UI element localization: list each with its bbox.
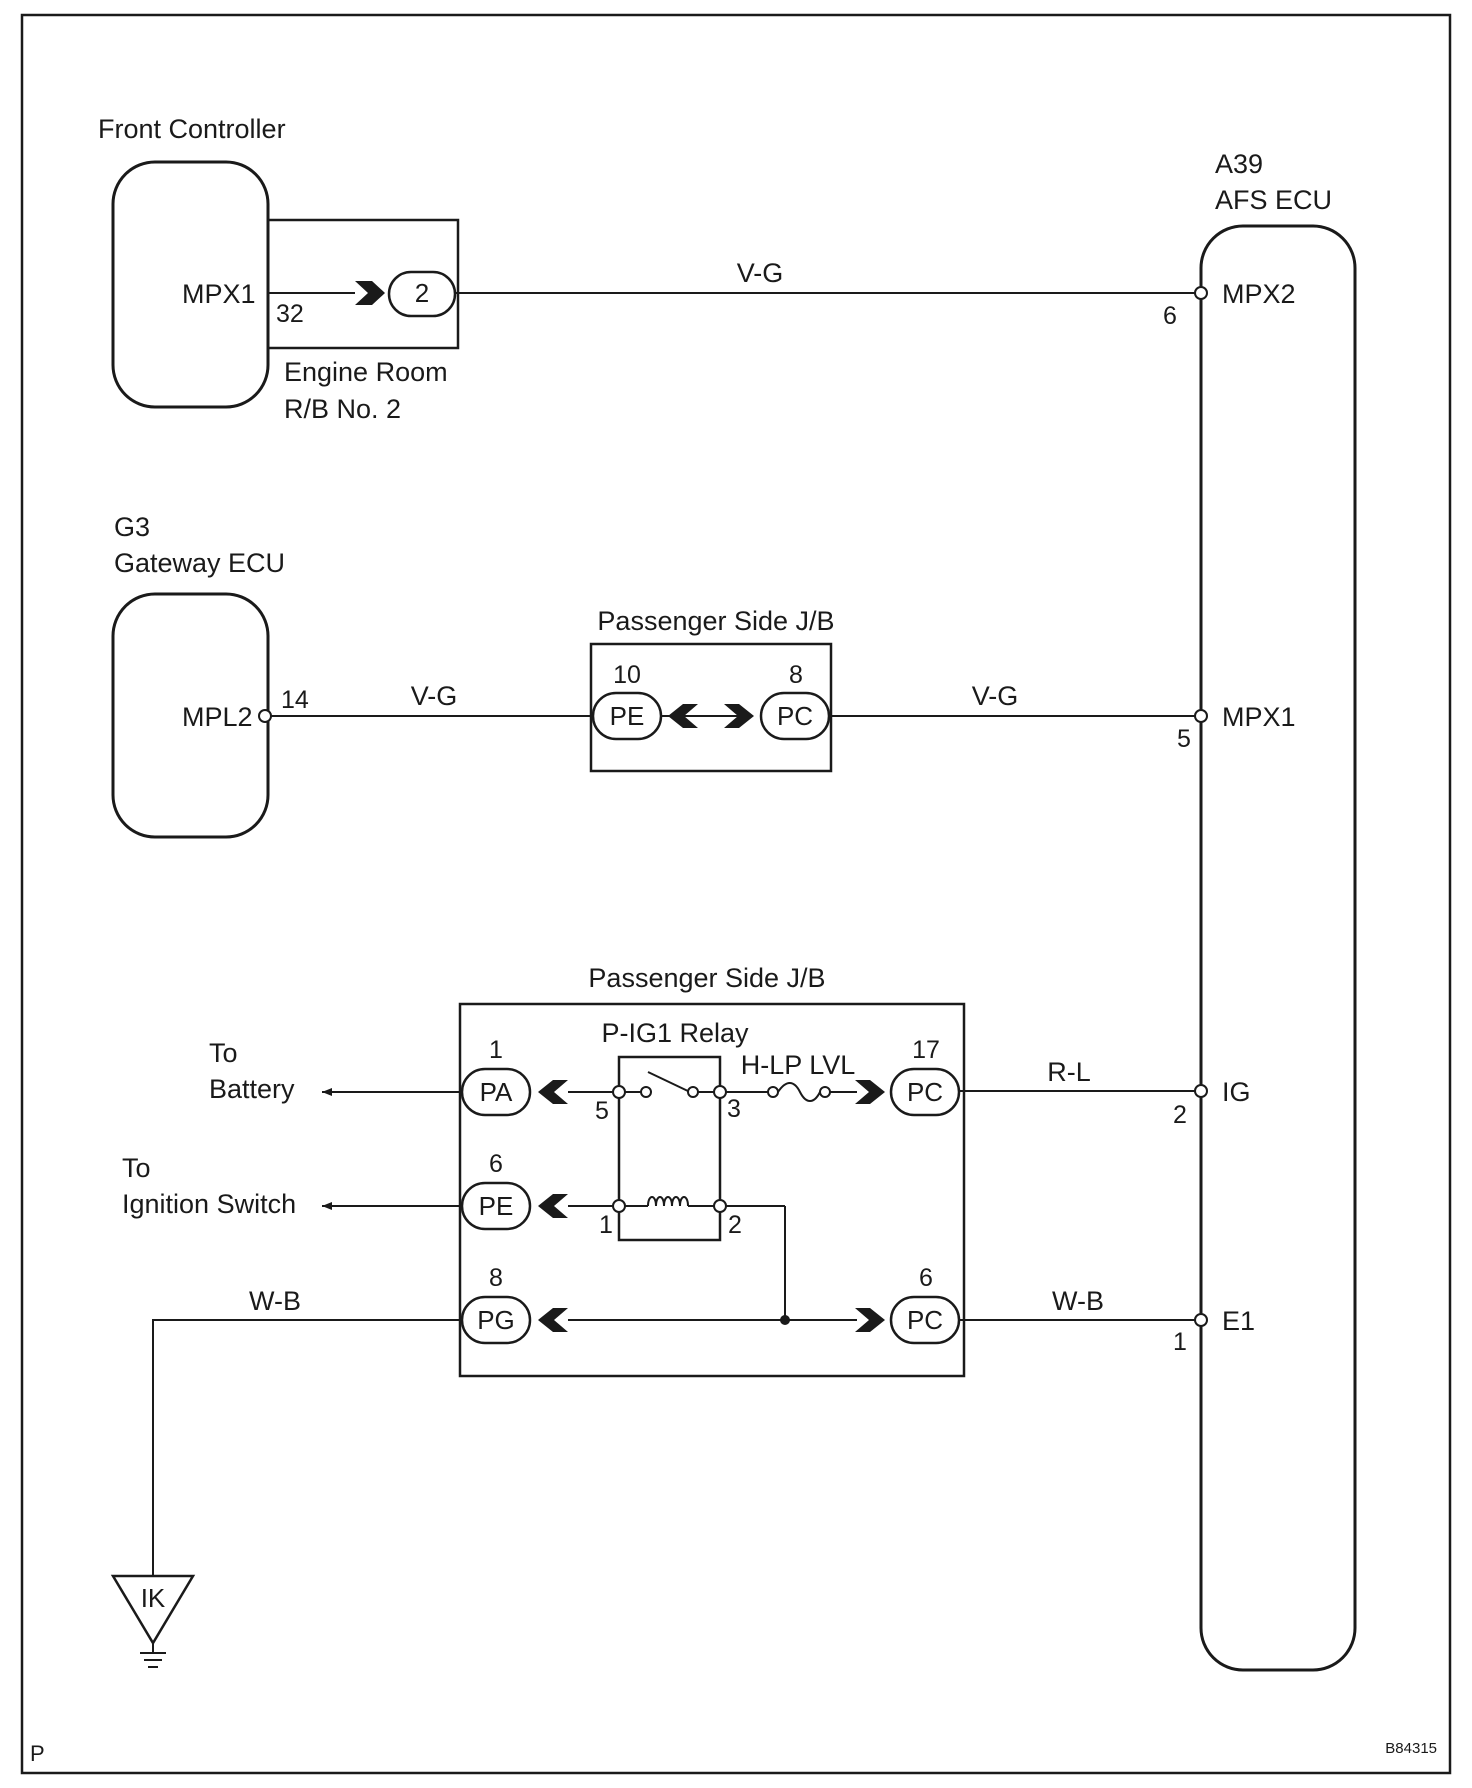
relay-pin-3: 3 <box>727 1095 741 1123</box>
to-ignition-line2: Ignition Switch <box>122 1189 296 1219</box>
jb-lower-pg-label: PG <box>477 1305 515 1335</box>
jb-upper-box <box>589 642 833 773</box>
front-controller-pin: 32 <box>276 300 304 328</box>
ground-point: IK <box>110 1574 196 1668</box>
to-battery-line2: Battery <box>209 1074 295 1104</box>
jb-lower: Passenger Side J/B 1 6 8 17 6 PA PE PG P… <box>458 963 966 1378</box>
wire-ground-left <box>152 1319 462 1576</box>
afs-terminal-mpx1-pin: 5 <box>1177 725 1191 753</box>
engine-room-rb-box <box>266 218 460 350</box>
fuse-symbol <box>777 1082 821 1102</box>
wire-ground-left-label: W-B <box>249 1286 301 1316</box>
wire-jb-to-afs-label: V-G <box>972 681 1019 711</box>
gateway-ecu-terminal-point <box>258 709 272 723</box>
gateway-ecu-pin: 14 <box>281 686 309 714</box>
relay-box <box>617 1055 722 1242</box>
engine-room-rb: 2 Engine Room R/B No. 2 <box>266 218 460 424</box>
jb-lower-pc17-label: PC <box>907 1077 943 1107</box>
corner-label-left: P <box>30 1741 45 1766</box>
jb-lower-box <box>458 1002 966 1378</box>
relay-title: P-IG1 Relay <box>601 1018 749 1048</box>
jb-lower-pa-label: PA <box>480 1077 513 1107</box>
fuse-label: H-LP LVL <box>741 1050 856 1080</box>
engine-room-rb-connector-label: 2 <box>415 278 429 308</box>
jb-lower-pc6-label: PC <box>907 1305 943 1335</box>
jb-lower-title: Passenger Side J/B <box>588 963 825 993</box>
jb-lower-pc17-pin: 17 <box>912 1036 940 1064</box>
engine-room-rb-line2: R/B No. 2 <box>284 394 401 424</box>
afs-ecu-code: A39 <box>1215 149 1263 179</box>
afs-terminal-e1 <box>1194 1313 1208 1327</box>
relay-pin-1: 1 <box>599 1211 613 1239</box>
ground-point-label: IK <box>141 1583 166 1613</box>
jb-lower-pa-pin: 1 <box>489 1036 503 1064</box>
gateway-ecu-code: G3 <box>114 512 150 542</box>
jb-upper-right-pin: 8 <box>789 661 803 689</box>
frame-border <box>20 13 1452 1775</box>
relay-contact-left <box>640 1086 652 1098</box>
relay-pin-2: 2 <box>728 1211 742 1239</box>
afs-terminal-mpx2-name: MPX2 <box>1222 279 1296 309</box>
relay-switch-blade <box>647 1071 691 1093</box>
gateway-ecu: G3 Gateway ECU MPL2 14 <box>111 512 309 839</box>
afs-ecu-body <box>1199 224 1357 1672</box>
jb-upper-left-connector-label: PE <box>610 701 645 731</box>
relay-coil <box>647 1196 689 1207</box>
jb-lower-pe-pin: 6 <box>489 1150 503 1178</box>
jb-lower-pc6-pin: 6 <box>919 1264 933 1292</box>
afs-ecu: A39 AFS ECU MPX2 6 MPX1 5 IG 2 E1 1 <box>1163 149 1357 1672</box>
gateway-ecu-terminal: MPL2 <box>182 702 253 732</box>
engine-room-rb-line1: Engine Room <box>284 357 448 387</box>
relay-pin-5: 5 <box>595 1097 609 1125</box>
afs-ecu-name: AFS ECU <box>1215 185 1332 215</box>
relay-contact-right <box>687 1086 699 1098</box>
front-controller-title: Front Controller <box>98 114 286 144</box>
afs-terminal-mpx1 <box>1194 709 1208 723</box>
wire-ig-label: R-L <box>1047 1057 1091 1087</box>
afs-terminal-mpx1-name: MPX1 <box>1222 702 1296 732</box>
jb-lower-pe-label: PE <box>479 1191 514 1221</box>
to-ignition-line1: To <box>122 1153 151 1183</box>
afs-terminal-ig-pin: 2 <box>1173 1101 1187 1129</box>
afs-terminal-mpx2-pin: 6 <box>1163 302 1177 330</box>
afs-terminal-mpx2 <box>1194 286 1208 300</box>
jb-lower-pg-pin: 8 <box>489 1264 503 1292</box>
wire-gw-to-jb-label: V-G <box>411 681 458 711</box>
wire-ground-right-label: W-B <box>1052 1286 1104 1316</box>
jb-upper-title: Passenger Side J/B <box>597 606 834 636</box>
afs-terminal-e1-pin: 1 <box>1173 1328 1187 1356</box>
afs-terminal-ig-name: IG <box>1222 1077 1251 1107</box>
to-battery-line1: To <box>209 1038 238 1068</box>
jb-upper: Passenger Side J/B 10 8 PE PC <box>589 606 835 773</box>
wire-fc-to-afs-label: V-G <box>737 258 784 288</box>
gateway-ecu-name: Gateway ECU <box>114 548 285 578</box>
afs-terminal-ig <box>1194 1084 1208 1098</box>
front-controller-terminal: MPX1 <box>182 279 256 309</box>
corner-label-right: B84315 <box>1385 1740 1437 1757</box>
ground-triangle <box>110 1574 196 1646</box>
front-controller: Front Controller MPX1 32 <box>98 114 304 409</box>
jb-upper-right-connector-label: PC <box>777 701 813 731</box>
jb-upper-left-pin: 10 <box>613 661 641 689</box>
afs-terminal-e1-name: E1 <box>1222 1306 1255 1336</box>
